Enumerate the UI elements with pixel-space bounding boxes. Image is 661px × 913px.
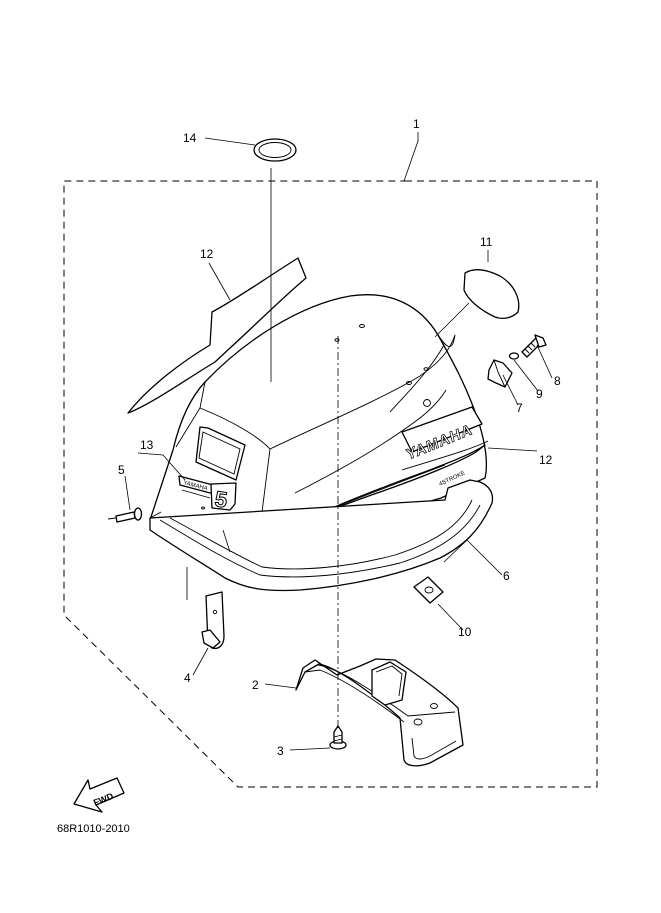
assembly-boundary [63,180,598,788]
part-3-screw[interactable] [329,725,347,750]
callout-12-lower: 12 [539,453,553,467]
part-9-washer[interactable] [508,352,520,360]
fwd-arrow-icon: FWD [73,777,125,813]
part-12-stripe-decal-upper[interactable] [127,257,307,414]
callout-4: 4 [184,671,191,685]
part-10-square-grommet[interactable] [413,576,444,604]
callout-6: 6 [503,569,510,583]
part-5-rivet[interactable] [107,507,143,523]
callout-labels: 1 2 3 4 5 6 7 8 9 10 11 12 12 13 14 [118,117,561,758]
emblem-five-text: 5 [213,486,229,512]
part-14-grommet[interactable] [253,138,297,162]
callout-2: 2 [252,678,259,692]
callout-5: 5 [118,463,125,477]
part-8-bolt[interactable] [521,334,547,358]
callout-13: 13 [140,438,154,452]
callout-10: 10 [458,625,472,639]
callout-3: 3 [277,744,284,758]
part-7-clamp[interactable] [487,359,513,388]
leader-lines [124,132,553,751]
callout-9: 9 [536,387,543,401]
part-4-hook-bracket[interactable] [201,591,225,650]
callout-14: 14 [183,131,197,145]
drawing-code: 68R1010-2010 [57,823,130,835]
callout-7: 7 [516,401,523,415]
part-6-seal-gasket[interactable] [149,479,494,592]
part-1-top-cowling[interactable] [149,294,487,529]
callout-11: 11 [480,235,493,249]
callout-12-upper: 12 [200,247,214,261]
callout-8: 8 [554,374,561,388]
part-2-bracket[interactable] [295,658,464,767]
part-11-rear-cover[interactable] [463,269,520,319]
callout-1: 1 [413,117,420,131]
